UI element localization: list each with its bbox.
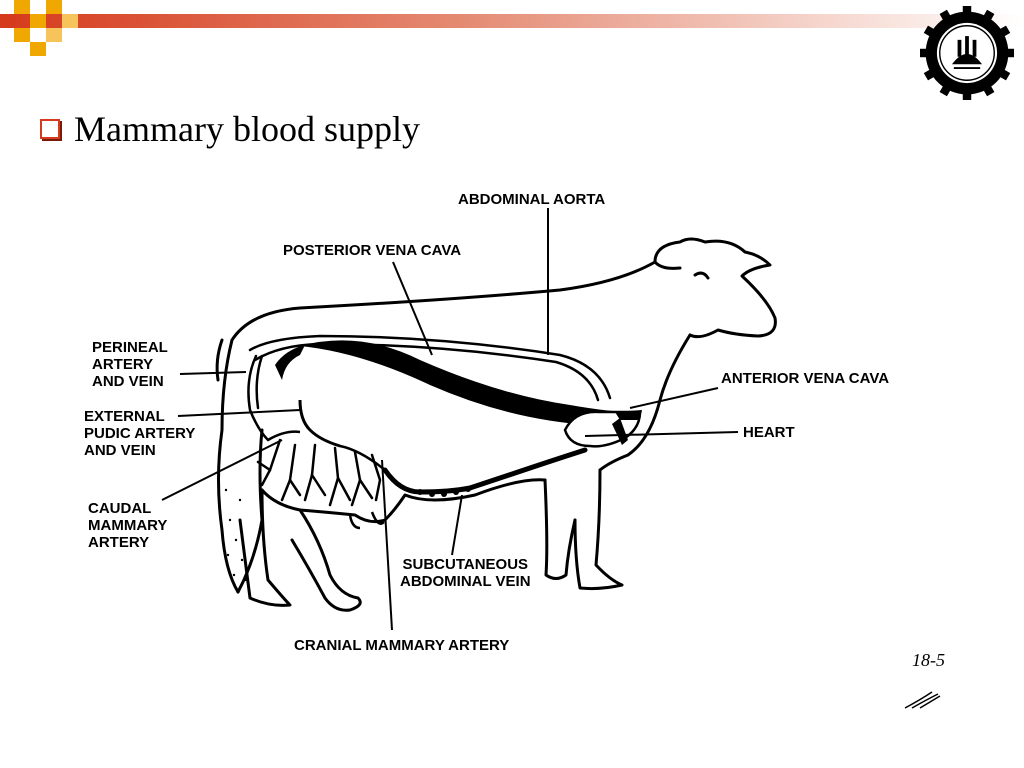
teat	[348, 514, 361, 530]
label-external-pudic-artery-vein: EXTERNAL PUDIC ARTERY AND VEIN	[84, 408, 195, 459]
label-subcutaneous-abdominal-vein: SUBCUTANEOUS ABDOMINAL VEIN	[400, 556, 531, 590]
university-gear-seal-icon	[920, 6, 1014, 100]
mammary-branches	[256, 438, 387, 507]
label-caudal-mammary-artery: CAUDAL MAMMARY ARTERY	[88, 500, 167, 551]
label-line: PERINEAL	[92, 339, 168, 356]
label-line: AND VEIN	[84, 442, 156, 459]
label-posterior-vena-cava: POSTERIOR VENA CAVA	[283, 242, 462, 259]
cow-tail	[217, 338, 240, 594]
label-perineal-artery-vein: PERINEAL ARTERY AND VEIN	[92, 339, 168, 390]
subcutaneous-abdominal-vein	[382, 447, 588, 495]
label-anterior-vena-cava: ANTERIOR VENA CAVA	[721, 370, 890, 387]
posterior-vena-cava-vessel	[300, 340, 632, 425]
label-line: EXTERNAL	[84, 408, 165, 425]
label-heart: HEART	[743, 424, 795, 441]
label-line: ARTERY	[88, 534, 150, 551]
abdominal-aorta-vessel	[248, 334, 612, 400]
label-line: CAUDAL	[88, 500, 152, 517]
label-abdominal-aorta: ABDOMINAL AORTA	[458, 191, 606, 208]
external-pudic-vessel	[298, 399, 341, 448]
label-line: ABDOMINAL VEIN	[400, 573, 531, 590]
teat	[370, 511, 385, 525]
label-line: SUBCUTANEOUS	[402, 556, 529, 573]
cow-neck-outline	[598, 333, 692, 472]
figure-number: 18-5	[912, 650, 945, 670]
leader-lines	[161, 208, 739, 631]
cow-belly-outline	[383, 478, 547, 522]
label-line: PUDIC ARTERY	[84, 425, 196, 442]
slide-title-row: Mammary blood supply	[40, 108, 420, 150]
cow-hind-leg	[290, 508, 362, 612]
slide-title: Mammary blood supply	[74, 109, 420, 149]
label-line: ARTERY	[92, 356, 154, 373]
corner-scribble	[904, 691, 941, 709]
label-cranial-mammary-artery: CRANIAL MAMMARY ARTERY	[294, 637, 510, 654]
cow-head-outline	[653, 237, 777, 339]
label-line: MAMMARY	[88, 517, 168, 534]
header-banner	[0, 0, 1024, 56]
cow-udder-outline	[260, 488, 387, 524]
cow-body-outline	[230, 260, 657, 342]
cow-front-leg	[573, 468, 624, 591]
bullet-checkbox-icon	[40, 119, 60, 139]
label-line: AND VEIN	[92, 373, 164, 390]
